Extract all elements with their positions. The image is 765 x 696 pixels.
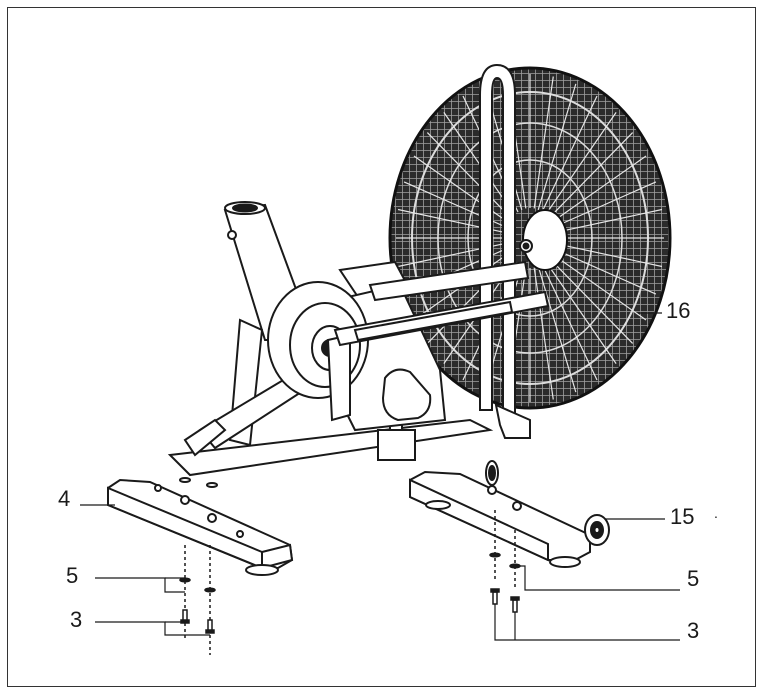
fan-spoke: [550, 155, 647, 224]
diagram-frame: [7, 7, 756, 687]
fan-spoke: [552, 247, 657, 295]
fan-spoke: [541, 263, 598, 381]
callout-3-right: 3: [687, 618, 700, 643]
fan-spoke: [550, 252, 647, 321]
fan-spoke: [533, 76, 554, 209]
fan-spoke: [426, 132, 513, 220]
fan-spoke: [413, 155, 510, 224]
fan-spoke: [553, 208, 663, 234]
callout-5-right: 5: [687, 566, 700, 591]
fan-spoke: [552, 181, 657, 229]
callout-5-left: 5: [66, 563, 79, 588]
main-frame: [167, 201, 494, 477]
fan-spoke: [544, 260, 617, 364]
fan-spoke: [553, 242, 663, 268]
callout-16: 16: [666, 298, 691, 323]
rear-upright: [479, 63, 533, 439]
fan-spoke: [537, 83, 577, 210]
fan-spoke: [541, 95, 598, 213]
fan-spoke: [533, 267, 554, 400]
fan-spoke: [537, 266, 577, 393]
callout-15: 15: [670, 504, 695, 529]
callout-dot: .: [714, 505, 718, 521]
crank-and-arms: [326, 260, 550, 422]
fan-spoke: [547, 132, 634, 220]
front-stabilizer: [107, 477, 294, 576]
callout-3-left: 3: [70, 607, 83, 632]
fan-spoke: [544, 112, 617, 216]
leader-lines: [80, 312, 680, 641]
rear-stabilizer: [409, 460, 610, 568]
fan-spoke: [547, 256, 634, 344]
callout-4: 4: [58, 486, 71, 511]
